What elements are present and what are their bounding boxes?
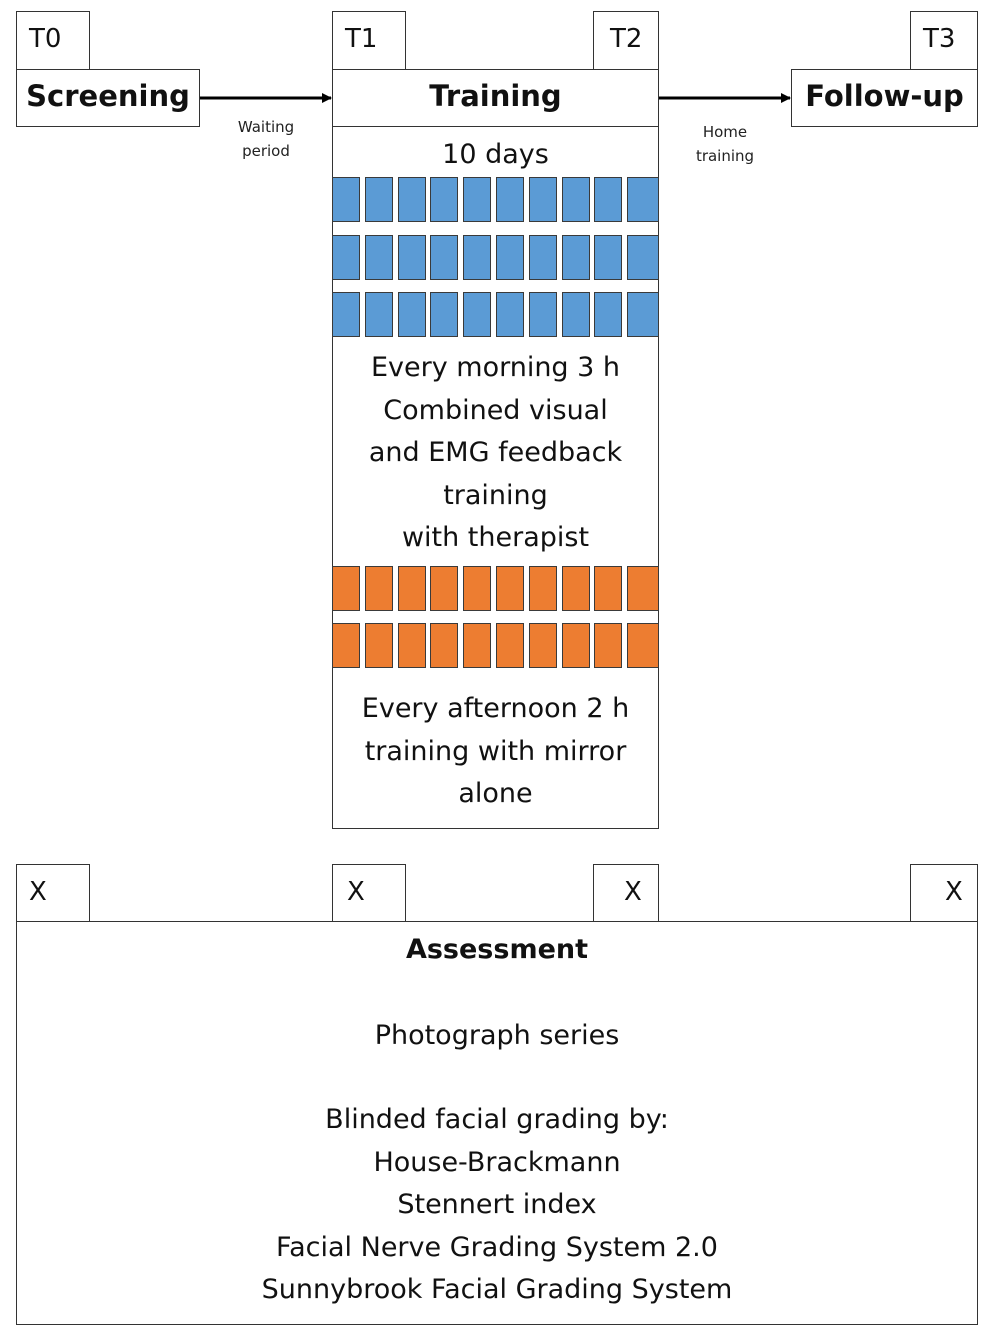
morning-line: Combined visual (383, 394, 608, 426)
assessment-box: Assessment Photograph series Blinded fac… (16, 921, 978, 1325)
afternoon-line: Every afternoon 2 h (361, 693, 630, 724)
screening-box: Screening (16, 69, 200, 127)
morning-session-cell (430, 177, 459, 222)
assessment-mark-t1: X (332, 864, 406, 922)
screening-label: Screening (26, 79, 190, 113)
afternoon-session-cell (496, 566, 524, 611)
afternoon-session-cell (463, 566, 492, 611)
assessment-mark-t3: X (910, 864, 978, 922)
morning-session-cell (496, 292, 524, 337)
morning-session-cell (528, 292, 557, 337)
morning-session-cell (332, 234, 360, 280)
afternoon-session-cell (594, 623, 623, 668)
afternoon-session-cell (528, 566, 557, 611)
morning-session-cell (528, 177, 557, 222)
morning-session-cell (397, 292, 426, 337)
afternoon-line: training with mirror (364, 735, 627, 767)
morning-session-cell (627, 292, 659, 337)
morning-session-cell (397, 234, 426, 280)
timepoint-t3: T3 (910, 11, 978, 70)
morning-session-cell (397, 177, 426, 222)
morning-line: Every morning 3 h (370, 352, 621, 383)
morning-session-cell (332, 292, 360, 337)
home-training-note: Home training (674, 120, 776, 168)
assessment-title: Assessment (405, 934, 589, 965)
timepoint-t2: T2 (593, 11, 659, 70)
grading-line: Stennert index (397, 1189, 597, 1220)
afternoon-session-cell (332, 623, 360, 668)
morning-session-cell (496, 234, 524, 280)
morning-session-cell (594, 177, 623, 222)
afternoon-session-cell (332, 566, 360, 611)
morning-session-cell (528, 234, 557, 280)
afternoon-session-cell (627, 623, 659, 668)
afternoon-session-cell (364, 566, 393, 611)
afternoon-session-cell (397, 566, 426, 611)
morning-session-cell (364, 177, 393, 222)
waiting-line-1: Waiting (237, 118, 295, 136)
morning-session-cell (594, 292, 623, 337)
waiting-period-note: Waiting period (214, 115, 318, 163)
grading-line: Blinded facial grading by: (325, 1104, 669, 1135)
grading-line: Sunnybrook Facial Grading System (261, 1274, 733, 1305)
morning-session-cell (561, 177, 590, 222)
afternoon-session-cell (364, 623, 393, 668)
morning-session-cell (364, 292, 393, 337)
assessment-mark-t0: X (16, 864, 90, 922)
morning-session-cell (594, 234, 623, 280)
afternoon-session-cell (397, 623, 426, 668)
afternoon-session-cell (430, 623, 459, 668)
morning-session-cell (430, 292, 459, 337)
followup-label: Follow-up (805, 79, 964, 113)
home-line-2: training (695, 147, 755, 165)
morning-session-cell (430, 234, 459, 280)
timepoint-t1: T1 (332, 11, 406, 70)
training-label: Training (429, 79, 562, 113)
morning-session-cell (627, 234, 659, 280)
morning-session-cell (463, 234, 492, 280)
afternoon-session-cell (463, 623, 492, 668)
grading-line: House-Brackmann (373, 1146, 621, 1178)
assessment-photo: Photograph series (374, 1020, 620, 1051)
morning-line: and EMG feedback (368, 437, 623, 468)
morning-session-cell (561, 292, 590, 337)
followup-box: Follow-up (791, 69, 978, 127)
morning-session-text: Every morning 3 h Combined visual and EM… (332, 347, 659, 560)
morning-session-cell (561, 234, 590, 280)
training-duration: 10 days (442, 139, 549, 170)
assessment-grading: Blinded facial grading by: House-Brackma… (17, 1099, 977, 1312)
afternoon-session-cell (528, 623, 557, 668)
afternoon-session-text: Every afternoon 2 h training with mirror… (332, 688, 659, 816)
morning-session-cell (332, 177, 360, 222)
morning-session-cell (627, 177, 659, 222)
afternoon-session-cell (561, 623, 590, 668)
morning-session-cell (496, 177, 524, 222)
waiting-line-2: period (242, 142, 290, 160)
afternoon-session-cell (561, 566, 590, 611)
grading-line: Facial Nerve Grading System 2.0 (276, 1231, 718, 1263)
afternoon-line: alone (458, 778, 533, 809)
morning-line: with therapist (401, 522, 590, 553)
morning-session-cell (463, 292, 492, 337)
timepoint-t0: T0 (16, 11, 90, 70)
morning-session-cell (463, 177, 492, 222)
home-line-1: Home (702, 123, 748, 141)
assessment-mark-t2: X (593, 864, 659, 922)
afternoon-session-cell (430, 566, 459, 611)
training-header-box: Training (332, 69, 659, 127)
morning-session-cell (364, 234, 393, 280)
afternoon-session-cell (627, 566, 659, 611)
afternoon-session-cell (594, 566, 623, 611)
morning-line: training (443, 479, 548, 511)
flow-arrows (200, 93, 791, 103)
afternoon-session-cell (496, 623, 524, 668)
